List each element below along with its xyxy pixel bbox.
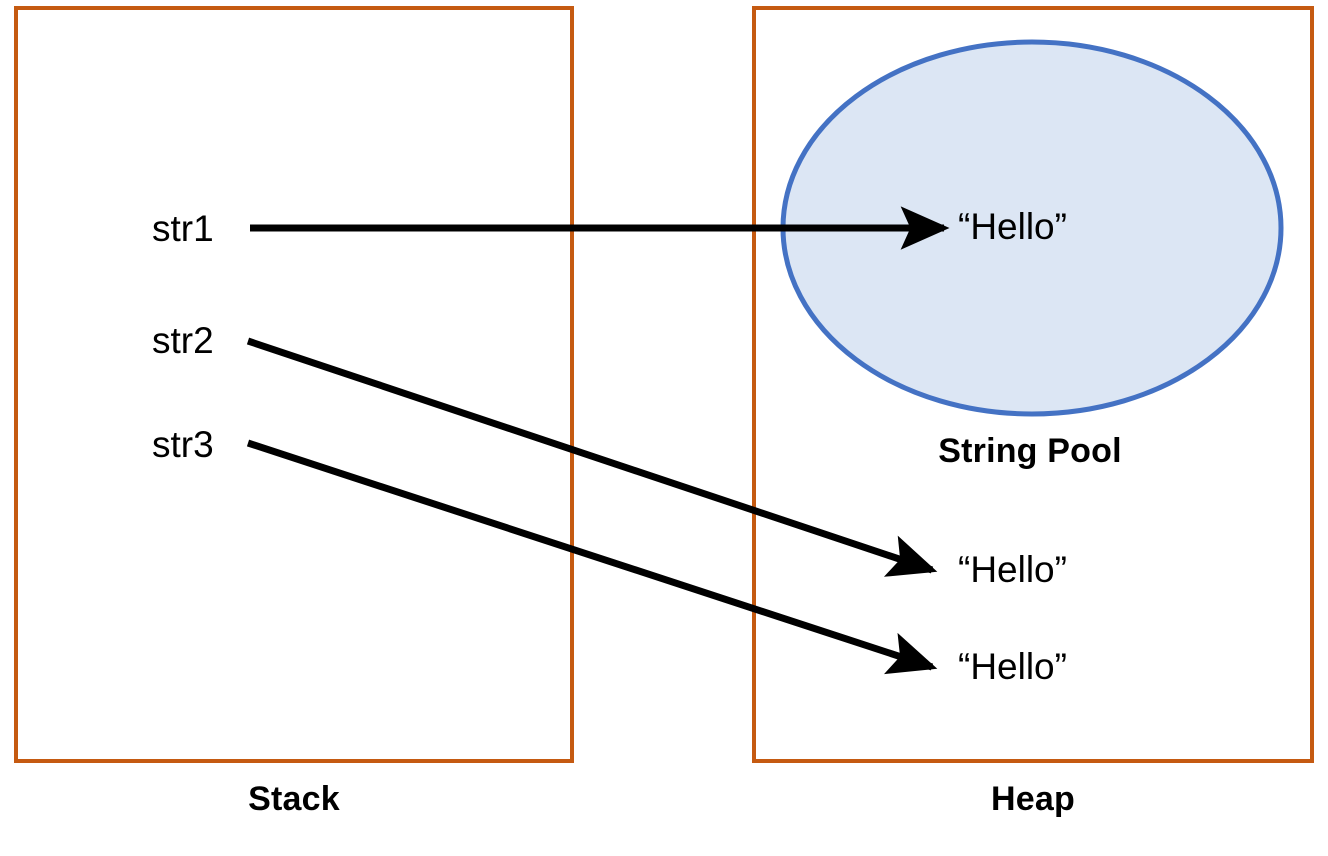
stack-region-box	[14, 6, 574, 763]
heap-hello-value-2: “Hello”	[958, 646, 1067, 687]
pool-hello-value: “Hello”	[958, 206, 1067, 247]
stack-variable-str3: str3	[152, 424, 214, 465]
stack-variable-str2: str2	[152, 320, 214, 361]
string-pool-label: String Pool	[938, 432, 1122, 470]
heap-hello-value-1: “Hello”	[958, 549, 1067, 590]
stack-region-label: Stack	[248, 780, 340, 818]
stack-variable-str1: str1	[152, 208, 214, 249]
heap-region-label: Heap	[991, 780, 1075, 818]
